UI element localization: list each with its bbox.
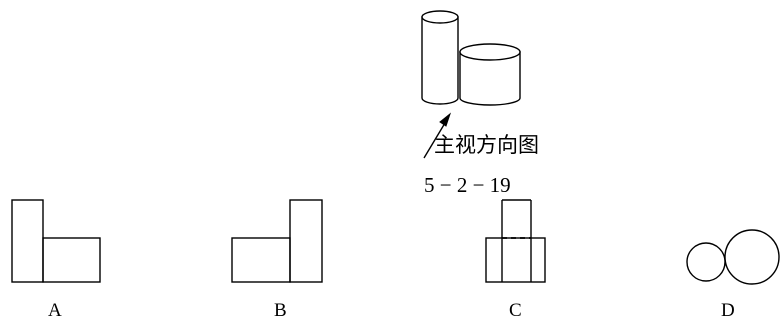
view-direction-arrow xyxy=(423,112,452,159)
option-b-label: B xyxy=(274,300,287,321)
option-a-view xyxy=(11,199,101,283)
tall-cylinder xyxy=(421,10,459,105)
solid-3d-model xyxy=(421,10,521,106)
option-d-view xyxy=(686,229,780,285)
option-c-label: C xyxy=(509,300,522,321)
option-b-view xyxy=(231,199,323,283)
direction-label: 主视方向图 xyxy=(434,133,539,157)
figure-number: 5 − 2 − 19 xyxy=(424,173,511,197)
option-d-label: D xyxy=(721,300,735,321)
option-a-label: A xyxy=(48,300,62,321)
option-c-view xyxy=(485,199,546,283)
short-cylinder xyxy=(459,43,521,106)
